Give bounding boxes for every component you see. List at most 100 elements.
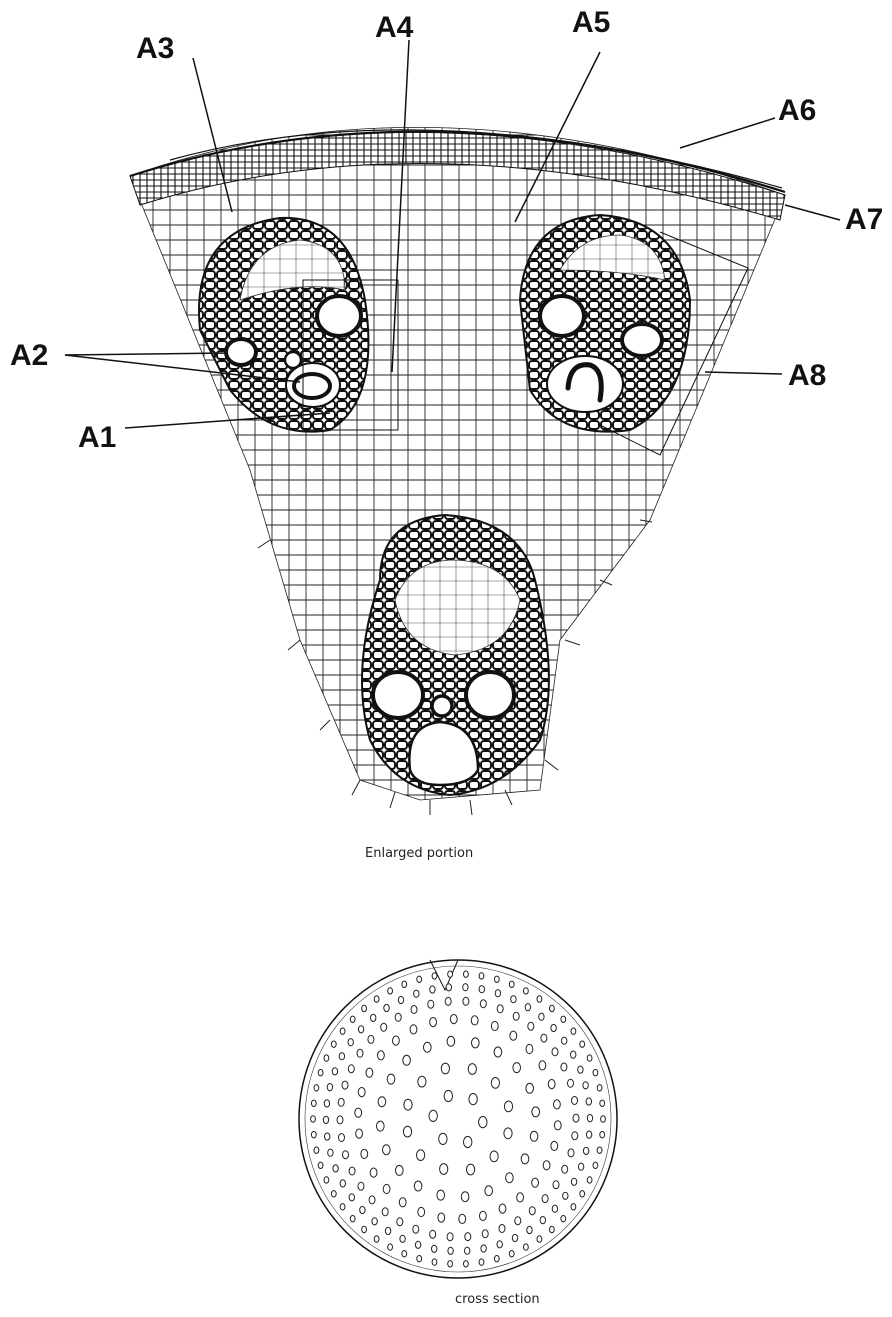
bundle-dot (464, 1261, 469, 1267)
bundle-dot (378, 1051, 385, 1060)
bundle-dot (350, 1016, 355, 1022)
protoxylem-vessel (226, 339, 256, 365)
bundle-dot (417, 1150, 425, 1161)
bundle-dot (430, 1230, 436, 1238)
bundle-dot (553, 1181, 559, 1189)
bundle-dot (338, 1098, 344, 1106)
bundle-dot (324, 1177, 329, 1183)
bundle-dot (537, 996, 542, 1002)
bundle-dot (441, 1063, 449, 1074)
bundle-dot (388, 988, 393, 994)
metaxylem-vessel (317, 296, 361, 336)
bundle-dot (417, 976, 422, 982)
bundle-dot (396, 1165, 404, 1175)
bundle-dot (388, 1244, 393, 1250)
bundle-dot (340, 1204, 345, 1210)
bundle-dot (479, 1117, 487, 1128)
bundle-dot (342, 1081, 348, 1089)
bundle-dot (600, 1132, 605, 1138)
bundle-dot (554, 1100, 561, 1109)
bundle-dot (521, 1154, 529, 1164)
bundle-dot (571, 1051, 576, 1058)
cross-section (299, 960, 617, 1278)
metaxylem-vessel-right-2 (622, 324, 662, 356)
bundle-dot (532, 1178, 539, 1187)
bundle-dot (494, 1256, 499, 1262)
bundle-dot (587, 1055, 592, 1061)
bundle-dot (361, 1149, 368, 1158)
bundle-dot (314, 1085, 319, 1091)
bundle-dot (332, 1068, 337, 1075)
bundle-dot (471, 1016, 478, 1025)
bundle-dot (444, 1090, 452, 1101)
bundle-dot (524, 988, 529, 994)
bundle-dot (374, 996, 379, 1002)
bundle-dot (510, 1031, 517, 1040)
bundle-dot (491, 1078, 499, 1089)
bundle-dot (355, 1108, 362, 1117)
cross-section-outline (299, 960, 617, 1278)
bundle-dot (461, 1192, 469, 1202)
label-a5: A5 (572, 6, 610, 39)
bundle-dot (348, 1065, 354, 1073)
bundle-dot (511, 996, 516, 1003)
bundle-dot (548, 1080, 555, 1089)
label-a7: A7 (845, 203, 883, 236)
bundle-dot (573, 1114, 579, 1122)
bundle-dot (572, 1132, 578, 1140)
bundle-dot (403, 1055, 411, 1065)
bundle-dot (327, 1084, 332, 1091)
label-a8: A8 (788, 359, 826, 392)
bundle-dot (395, 1013, 401, 1021)
bundle-dot (438, 1213, 445, 1222)
bundle-dot (495, 990, 500, 997)
bundle-dot (328, 1149, 333, 1156)
bundle-dot (358, 1026, 363, 1033)
bundle-dot (586, 1131, 591, 1138)
bundle-dot (374, 1236, 379, 1242)
bundle-dot (551, 1024, 556, 1031)
bundle-dot (494, 1047, 502, 1057)
bundle-dot (552, 1048, 558, 1056)
bundle-dot (482, 1230, 488, 1238)
bundle-dot (562, 1037, 567, 1044)
bundle-dot (530, 1131, 538, 1141)
bundle-dot (479, 986, 484, 993)
metaxylem-bottom-right (466, 672, 514, 718)
bundle-dot (472, 1038, 480, 1048)
bundle-dot (429, 1110, 437, 1121)
bundle-dot (528, 1022, 534, 1030)
label-a6: A6 (778, 94, 816, 127)
protoxylem-bottom (432, 696, 452, 716)
label-a2: A2 (10, 339, 48, 372)
bundle-dot (311, 1100, 316, 1106)
bundle-dot (543, 1161, 550, 1170)
bundle-dot (480, 1000, 486, 1008)
bundle-dot (358, 1182, 364, 1190)
bundle-dot (509, 1251, 514, 1257)
bundle-dot (465, 1247, 470, 1254)
bundle-dot (333, 1165, 338, 1172)
bundle-dot (554, 1121, 561, 1130)
bundle-dot (385, 1227, 390, 1234)
bundle-dot (550, 1005, 555, 1011)
label-a1: A1 (78, 421, 116, 454)
bundle-dot (513, 1063, 521, 1073)
vascular-bundle-bottom (362, 515, 549, 795)
bundle-dot (418, 1207, 425, 1216)
bundle-dot (349, 1194, 354, 1201)
bundle-dot (430, 986, 435, 993)
bundle-dot (529, 1207, 535, 1215)
bundle-dot (415, 1241, 420, 1248)
bundle-dot (383, 1145, 391, 1155)
bundle-dot (497, 1005, 503, 1013)
bundle-dot (413, 1225, 419, 1233)
bundle-dot (339, 1053, 344, 1060)
bundle-dot (490, 1151, 498, 1162)
bundle-dot (410, 1025, 417, 1034)
bundle-dot (325, 1133, 330, 1140)
bundle-dot (331, 1041, 336, 1047)
bundle-dot (393, 1036, 400, 1045)
bundle-dot (537, 1236, 542, 1242)
